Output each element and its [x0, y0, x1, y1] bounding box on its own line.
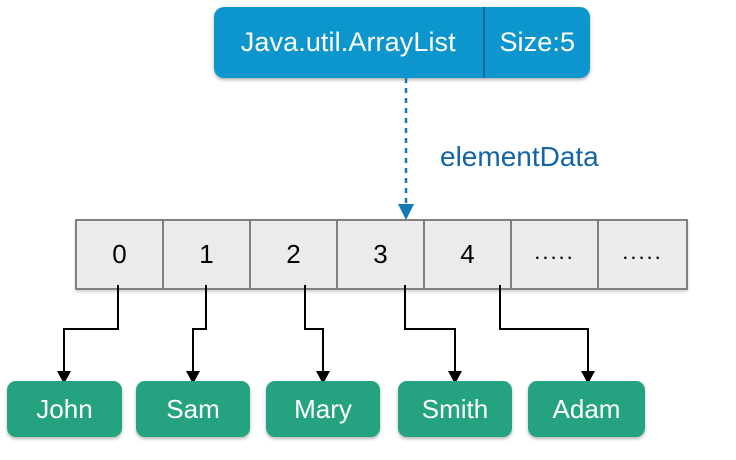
array-cell-2: 2 [251, 221, 338, 288]
element-data-label: elementData [440, 141, 599, 172]
connector-cell2-to-mary [304, 285, 324, 373]
arraylist-size-label: Size:5 [499, 27, 576, 57]
connector-cell1-to-sam [192, 285, 207, 373]
connector-cell0-to-john [63, 285, 119, 373]
element-data-pointer-arrow-icon [398, 78, 414, 220]
element-data-array: 0 1 2 3 4 ..... ..... [75, 219, 688, 290]
array-cell-0: 0 [77, 221, 164, 288]
value-box-mary: Mary [266, 381, 380, 437]
value-box-sam: Sam [136, 381, 250, 437]
arrowhead-john-icon [57, 371, 71, 384]
connector-cell3-to-smith [404, 285, 456, 373]
array-cell-5-empty: ..... [512, 221, 599, 288]
array-cell-6-empty: ..... [599, 221, 686, 288]
value-box-smith: Smith [398, 381, 512, 437]
arrowhead-mary-icon [316, 371, 330, 384]
value-box-adam: Adam [528, 381, 645, 437]
array-to-value-connectors [57, 285, 595, 384]
arraylist-object-box: Java.util.ArrayList Size:5 [214, 7, 590, 78]
array-cell-3: 3 [338, 221, 425, 288]
array-cell-1: 1 [164, 221, 251, 288]
connector-cell4-to-adam [499, 285, 589, 373]
arrowhead-sam-icon [186, 371, 200, 384]
arrowhead-adam-icon [581, 371, 595, 384]
arraylist-class-name: Java.util.ArrayList [214, 7, 485, 78]
array-cell-4: 4 [425, 221, 512, 288]
value-box-john: John [7, 381, 122, 437]
pointer-arrowhead-icon [398, 204, 414, 220]
arrowhead-smith-icon [448, 371, 462, 384]
